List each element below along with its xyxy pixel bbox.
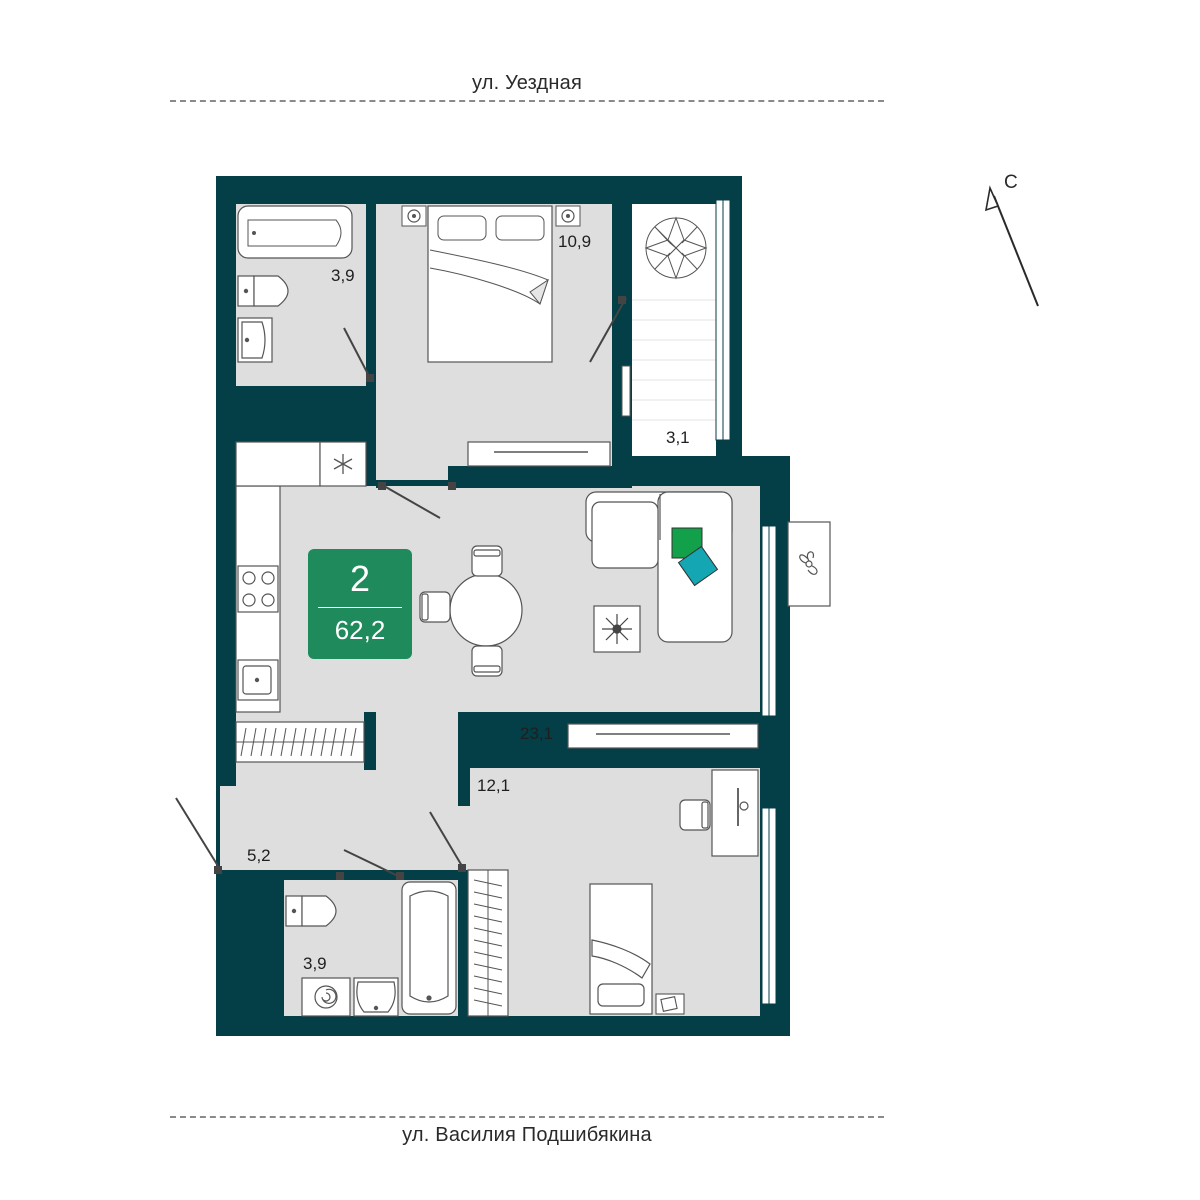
area-living: 23,1 bbox=[520, 724, 554, 743]
wall-bedroom-balcony-lower bbox=[612, 420, 632, 488]
apartment-room-count: 2 bbox=[349, 558, 371, 599]
washing-machine bbox=[301, 977, 351, 1017]
wall-hall-left-lower bbox=[216, 870, 284, 1036]
area-bathroom-top: 3,9 bbox=[331, 266, 355, 285]
kitchen-sink bbox=[237, 659, 279, 701]
door-bedroom-small bbox=[429, 811, 463, 867]
nightstand-right bbox=[555, 205, 581, 227]
apartment-badge-divider bbox=[318, 607, 402, 608]
tv-cabinet-living bbox=[567, 723, 759, 749]
compass-north-label: С bbox=[1004, 172, 1018, 193]
ac-unit bbox=[787, 521, 831, 607]
wall-bath-bottom bbox=[236, 386, 366, 442]
wardrobe-gap-left bbox=[621, 365, 631, 417]
desk bbox=[679, 769, 759, 857]
flower-icon bbox=[602, 614, 632, 644]
sink-bottom bbox=[353, 977, 399, 1017]
door-bath-top bbox=[343, 327, 371, 379]
apartment-total-area: 62,2 bbox=[334, 615, 386, 645]
door-bath-bottom bbox=[343, 849, 399, 877]
doors bbox=[175, 297, 627, 877]
door-entrance bbox=[175, 797, 219, 867]
fridge bbox=[319, 441, 367, 487]
wall-bath-bedroom-lower bbox=[366, 378, 376, 486]
wall-bedroom-balcony bbox=[612, 204, 632, 298]
wardrobe-bedroom bbox=[467, 869, 509, 1017]
door-hinges bbox=[214, 296, 626, 880]
inner-walls bbox=[216, 204, 758, 1036]
floor-hall-left bbox=[220, 786, 460, 870]
bathtub-bottom bbox=[401, 881, 457, 1015]
street-name-top: ул. Уездная bbox=[472, 72, 582, 94]
wall-bath-bedroom-divider bbox=[458, 870, 468, 1016]
snowflake-icon bbox=[333, 454, 353, 474]
area-bedroom: 10,9 bbox=[558, 232, 592, 251]
window-lines bbox=[722, 200, 770, 1004]
area-balcony: 3,1 bbox=[666, 428, 690, 447]
door-kitchen bbox=[383, 485, 441, 519]
wall-bath-bedroom bbox=[366, 204, 376, 322]
compass-arrow bbox=[984, 185, 1039, 307]
nightstand-small bbox=[655, 993, 685, 1015]
nightstand-left bbox=[401, 205, 427, 227]
bathtub-top bbox=[237, 205, 353, 259]
dining-table bbox=[419, 545, 523, 677]
area-bathroom-bottom: 3,9 bbox=[303, 954, 327, 973]
wall-bedroom-left bbox=[458, 750, 470, 806]
fan-icon bbox=[799, 551, 818, 575]
toilet-top bbox=[237, 275, 289, 307]
street-line-bottom bbox=[170, 1116, 884, 1118]
bed-double bbox=[427, 205, 553, 363]
wall-bath-bottom-top-right bbox=[400, 870, 458, 880]
area-bedroom-small: 12,1 bbox=[477, 776, 511, 795]
stove bbox=[237, 565, 279, 613]
balcony-hatching bbox=[632, 299, 716, 421]
area-hall: 5,2 bbox=[247, 846, 271, 865]
wall-wardrobe-right bbox=[364, 712, 376, 770]
bed-single bbox=[589, 883, 653, 1015]
plant-icon bbox=[644, 216, 708, 280]
wall-living-top bbox=[448, 466, 614, 488]
door-balcony bbox=[589, 297, 627, 363]
sink-top bbox=[237, 317, 273, 363]
toilet-bottom bbox=[285, 895, 337, 927]
cushion-teal bbox=[677, 545, 719, 587]
wall-bath-bottom-top bbox=[284, 870, 336, 880]
street-line-top bbox=[170, 100, 884, 102]
coffee-table bbox=[593, 605, 641, 653]
wall-living-bedroom bbox=[458, 750, 758, 768]
apartment-badge: 2 62,2 bbox=[308, 549, 412, 659]
tv-cabinet-bedroom bbox=[467, 441, 611, 467]
street-name-bottom: ул. Василия Подшибякина bbox=[402, 1124, 652, 1146]
wardrobe-hall bbox=[235, 721, 365, 763]
